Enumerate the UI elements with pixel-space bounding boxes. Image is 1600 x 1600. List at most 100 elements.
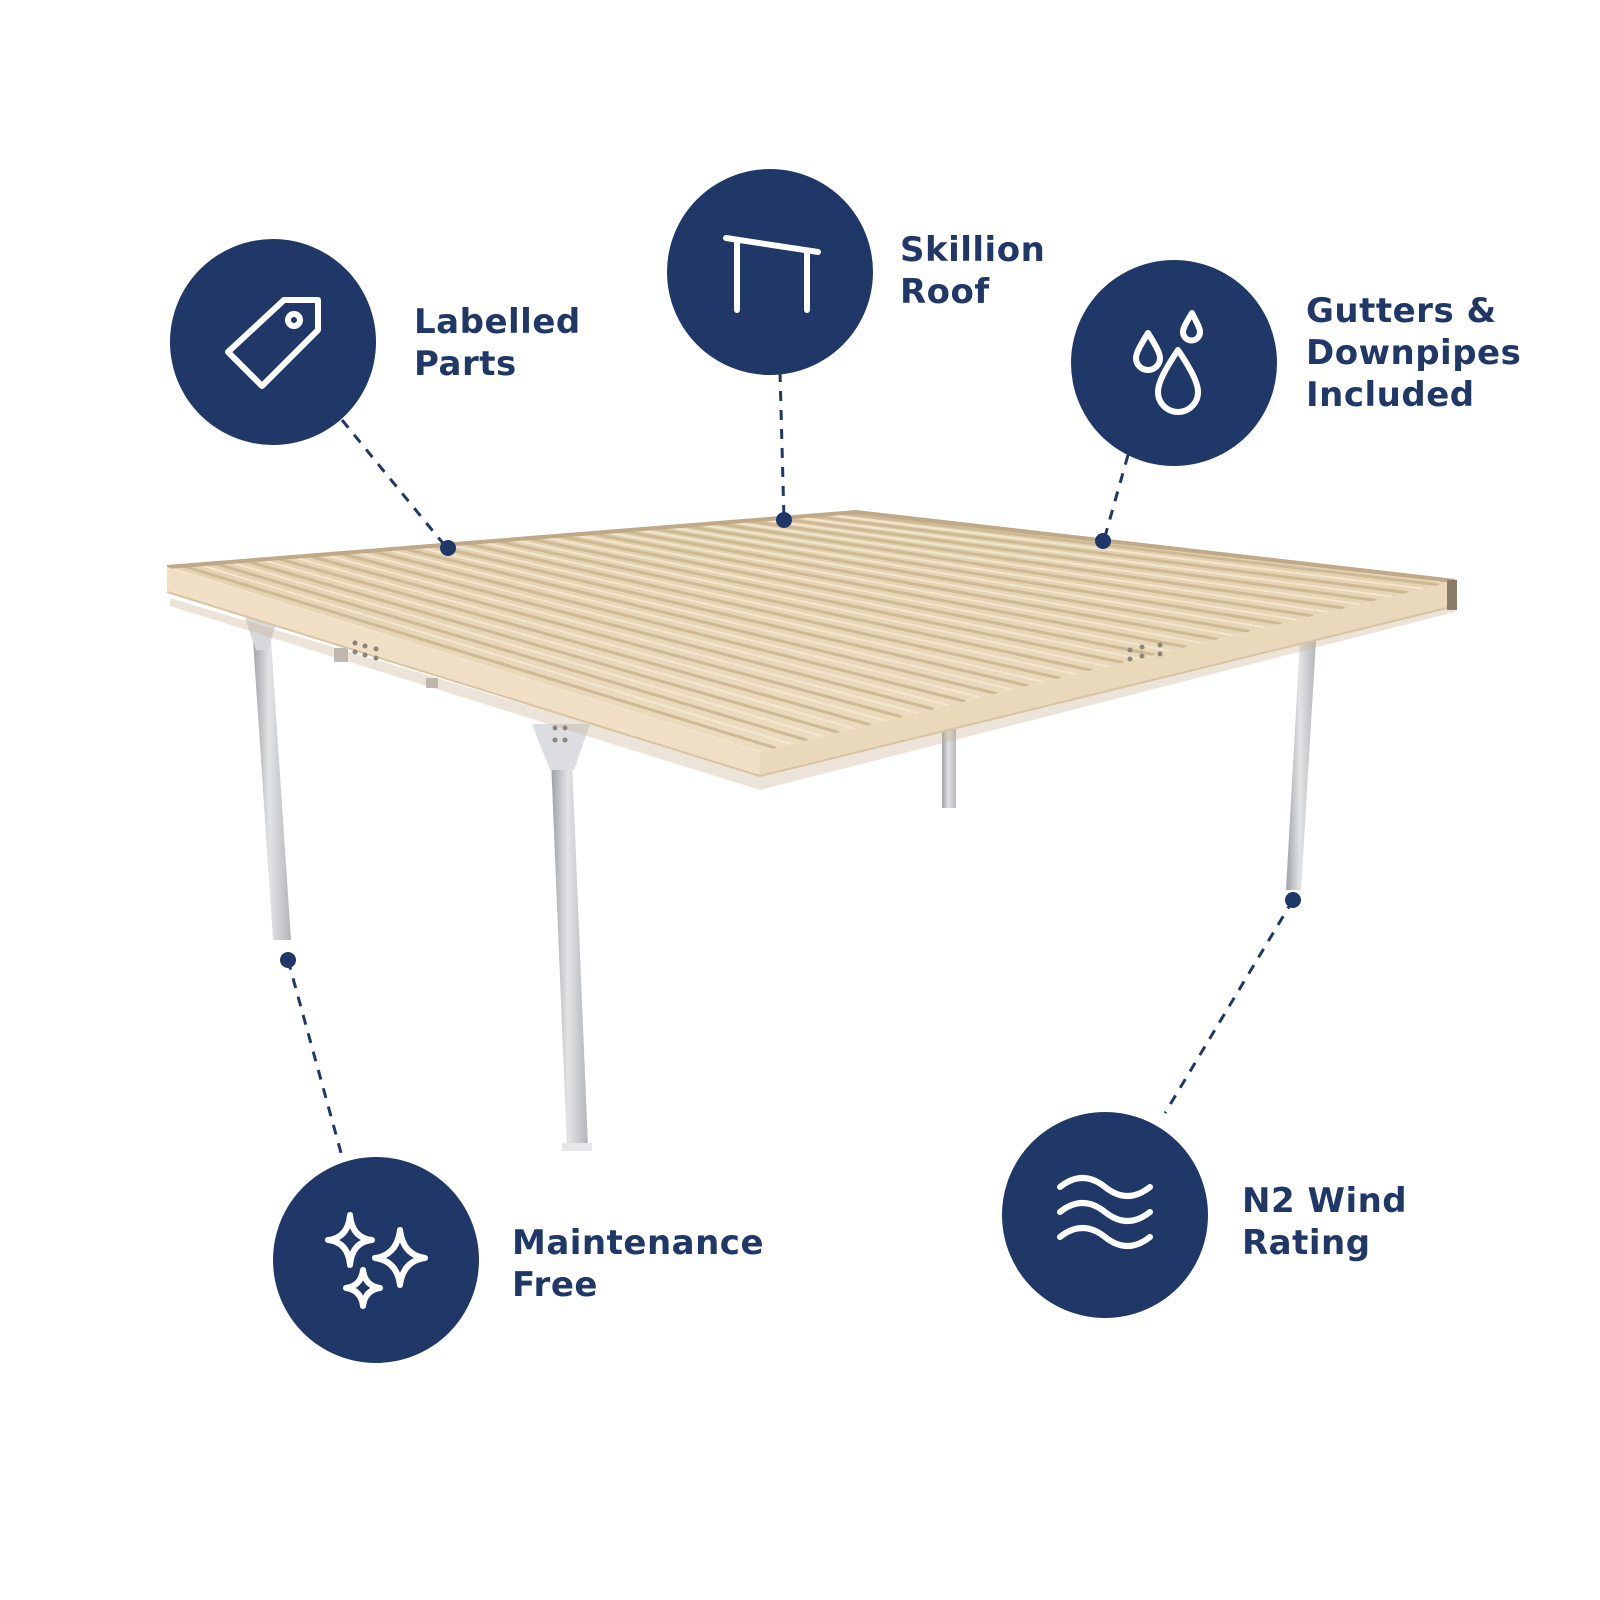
roof-rib bbox=[683, 524, 1282, 626]
bolt-plate bbox=[1127, 642, 1163, 662]
roof-rib bbox=[479, 541, 1077, 676]
roof-rib bbox=[808, 514, 1408, 595]
carport-post bbox=[252, 625, 291, 940]
bolt-plate bbox=[352, 640, 379, 661]
label-labelled-parts: Labelled Parts bbox=[414, 301, 581, 385]
roof-rib bbox=[338, 551, 935, 711]
badge-labelled-parts bbox=[170, 239, 376, 445]
roof-rib bbox=[448, 543, 1045, 684]
roof-rib bbox=[213, 561, 808, 742]
label-line: Rating bbox=[1242, 1223, 1371, 1263]
roof-rib bbox=[495, 539, 1093, 672]
roof-rib bbox=[589, 531, 1187, 649]
label-skillion-roof: Skillion Roof bbox=[900, 229, 1045, 313]
post-base-plate bbox=[562, 1143, 592, 1151]
label-line: Maintenance bbox=[512, 1223, 765, 1263]
roof-front-fascia bbox=[167, 567, 760, 776]
roof-rib bbox=[558, 534, 1156, 657]
roof-rib bbox=[417, 546, 1013, 691]
skillion-roof-icon bbox=[723, 235, 821, 313]
tag-icon bbox=[225, 297, 321, 389]
carport-post bbox=[1286, 640, 1316, 890]
label-gutters-downpipes: Gutters & Downpipes Included bbox=[1306, 290, 1521, 416]
fascia-line bbox=[166, 591, 761, 777]
roof-back-edge bbox=[166, 509, 1456, 583]
roof-rib bbox=[793, 516, 1392, 598]
label-wind-rating: N2 Wind Rating bbox=[1242, 1180, 1407, 1264]
fascia-line bbox=[759, 605, 1456, 777]
roof-rib bbox=[354, 551, 950, 707]
roof-rib bbox=[840, 512, 1440, 587]
badge-gutters-downpipes bbox=[1071, 260, 1277, 466]
callout-connectors bbox=[286, 371, 1295, 1161]
roof-rib bbox=[542, 536, 1140, 660]
gutter-corner bbox=[1447, 580, 1457, 610]
connector-skillion-roof bbox=[778, 371, 786, 521]
post-bracket bbox=[245, 618, 278, 650]
post-bracket bbox=[532, 724, 590, 770]
anchor-dot bbox=[280, 952, 296, 968]
label-line: Included bbox=[1306, 375, 1475, 415]
roof-rib bbox=[573, 533, 1171, 652]
roof-rib bbox=[620, 529, 1219, 641]
label-maintenance-free: Maintenance Free bbox=[512, 1222, 764, 1306]
anchor-dot bbox=[440, 540, 456, 556]
sparkles-icon bbox=[325, 1212, 428, 1309]
roof-rib bbox=[761, 518, 1361, 606]
roof-rib bbox=[401, 546, 998, 696]
connector-gutters-downpipes bbox=[1102, 454, 1130, 541]
roof-rib bbox=[198, 563, 792, 746]
roof-rib bbox=[323, 553, 919, 715]
label-line: Gutters & bbox=[1306, 291, 1497, 331]
roof-side-fascia bbox=[760, 581, 1455, 776]
roof-rib bbox=[636, 528, 1235, 637]
roof-rib bbox=[526, 536, 1124, 665]
carport-illustration bbox=[166, 509, 1458, 1151]
connector-maintenance-free bbox=[286, 959, 345, 1161]
label-line: Parts bbox=[414, 344, 517, 384]
post-bracket bbox=[334, 648, 348, 662]
roof-rib bbox=[432, 544, 1029, 688]
roof-rib bbox=[511, 538, 1108, 668]
roof-rib bbox=[244, 559, 840, 735]
roof-rib bbox=[385, 548, 982, 699]
label-line: Roof bbox=[900, 272, 990, 312]
roof-rib bbox=[229, 561, 824, 738]
water-drops-icon bbox=[1133, 310, 1203, 415]
roof-rib bbox=[667, 526, 1266, 629]
label-line: Free bbox=[512, 1265, 598, 1305]
label-line: Downpipes bbox=[1306, 333, 1522, 373]
roof-rib bbox=[292, 556, 887, 722]
roof-rib bbox=[370, 549, 966, 703]
roof-rib bbox=[260, 558, 856, 730]
post-bracket bbox=[426, 678, 438, 688]
roof-rib bbox=[777, 516, 1377, 602]
roof-rib bbox=[699, 523, 1298, 621]
roof-rib bbox=[652, 526, 1250, 634]
roof-rib bbox=[746, 519, 1345, 610]
roof-rib bbox=[714, 521, 1314, 618]
anchor-dot bbox=[1095, 533, 1111, 549]
roof-rib bbox=[182, 564, 777, 750]
carport-post bbox=[551, 760, 588, 1147]
connector-wind-rating bbox=[1163, 899, 1295, 1114]
label-line: Skillion bbox=[900, 230, 1046, 270]
label-line: N2 Wind bbox=[1242, 1181, 1408, 1221]
connector-labelled-parts bbox=[340, 419, 448, 548]
bolt-plate bbox=[552, 725, 568, 743]
roof-rib bbox=[307, 554, 903, 719]
wind-waves-icon bbox=[1057, 1175, 1153, 1249]
roof-rib bbox=[605, 531, 1203, 645]
roof-rib bbox=[464, 541, 1061, 680]
roof-corrugations bbox=[167, 512, 1455, 752]
badge-skillion-roof bbox=[667, 169, 873, 375]
label-line: Labelled bbox=[414, 302, 581, 342]
roof-rib bbox=[276, 556, 871, 727]
callout-anchor-dots bbox=[280, 512, 1301, 968]
roof-rib bbox=[730, 521, 1329, 614]
anchor-dot bbox=[776, 512, 792, 528]
anchor-dot bbox=[1285, 892, 1301, 908]
roof-rib bbox=[824, 513, 1424, 590]
